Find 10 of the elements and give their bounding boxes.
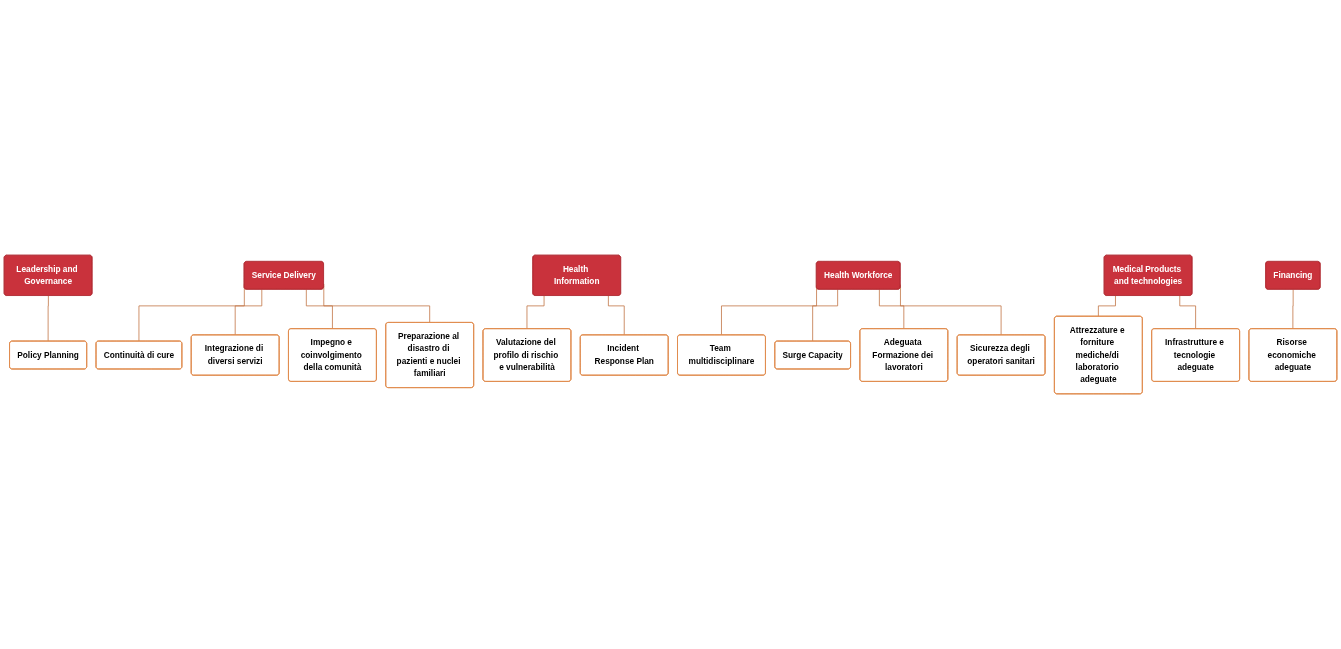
connector: [1179, 295, 1197, 330]
connector: [1292, 289, 1294, 330]
connector: [526, 295, 545, 330]
connector: [1097, 295, 1116, 317]
connector: [812, 289, 839, 342]
connector: [305, 289, 334, 330]
connector: [234, 289, 263, 336]
connector: [608, 295, 625, 336]
connector: [879, 289, 905, 330]
connector: [47, 295, 49, 342]
